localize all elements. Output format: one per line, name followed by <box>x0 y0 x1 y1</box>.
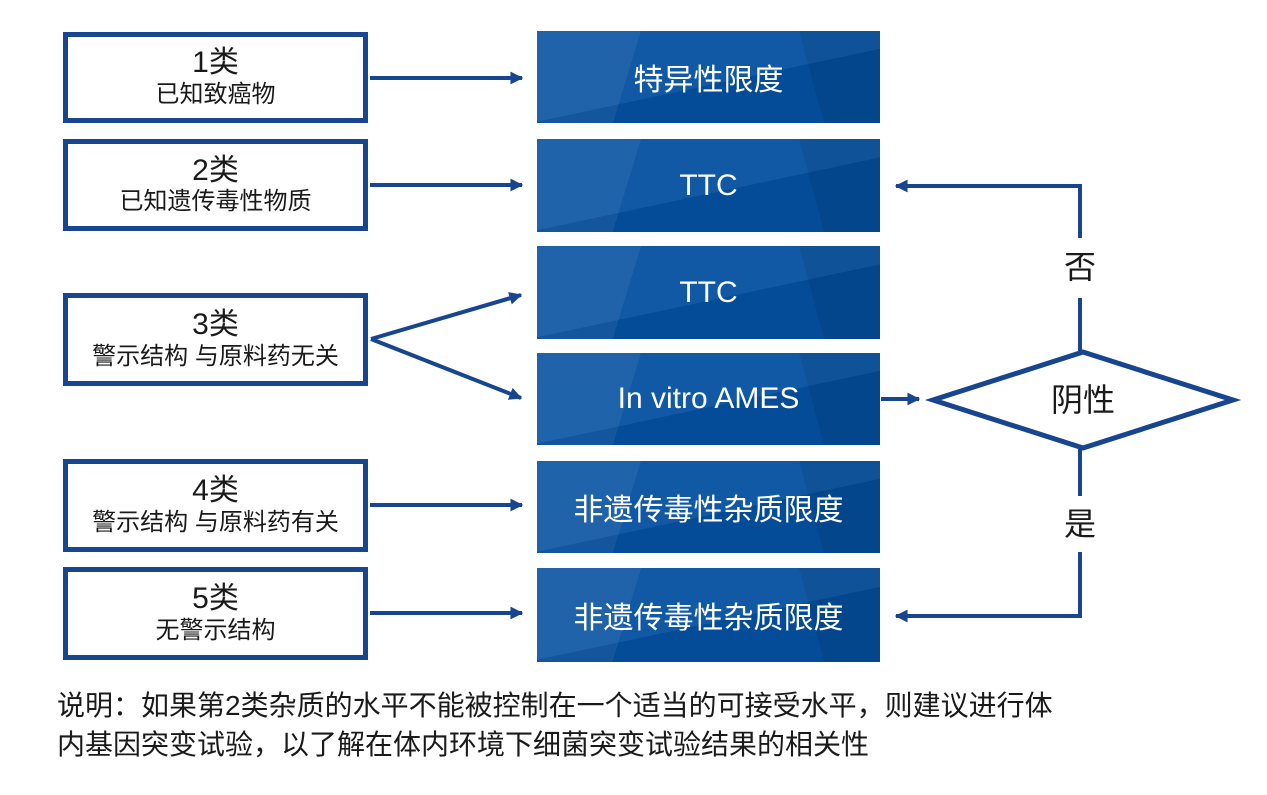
ttc-box-1: TTC <box>537 139 880 232</box>
arrow-class3-to-ames <box>370 337 523 400</box>
class-1-title: 1类 <box>192 46 239 80</box>
ttc-label-1: TTC <box>679 168 738 202</box>
class-2-box: 2类 已知遗传毒性物质 <box>63 139 368 231</box>
class-5-subtitle: 无警示结构 <box>155 616 276 644</box>
in-vitro-ames-label: In vitro AMES <box>617 382 800 415</box>
note-line-1: 说明：如果第2类杂质的水平不能被控制在一个适当的可接受水平，则建议进行体 <box>57 690 1053 721</box>
note-text: 说明：如果第2类杂质的水平不能被控制在一个适当的可接受水平，则建议进行体 内基因… <box>57 686 1217 764</box>
specific-limit-box: 特异性限度 <box>537 31 880 123</box>
non-genotoxic-limit-label-2: 非遗传毒性杂质限度 <box>573 602 844 635</box>
decision-label: 阴性 <box>1050 382 1116 418</box>
ttc-box-2: TTC <box>537 246 880 339</box>
class-5-title: 5类 <box>192 582 239 616</box>
class-4-box: 4类 警示结构 与原料药有关 <box>63 459 368 552</box>
note-line-2: 内基因突变试验，以了解在体内环境下细菌突变试验结果的相关性 <box>57 729 870 760</box>
class-1-box: 1类 已知致癌物 <box>63 32 368 123</box>
specific-limit-label: 特异性限度 <box>633 64 784 97</box>
ttc-label-2: TTC <box>679 275 738 309</box>
class-3-subtitle: 警示结构 与原料药无关 <box>92 342 339 370</box>
decision-yes-label: 是 <box>1063 506 1097 542</box>
arrow-class3-to-ttc <box>370 292 523 341</box>
class-4-title: 4类 <box>192 474 239 508</box>
class-3-title: 3类 <box>192 308 239 342</box>
in-vitro-ames-box: In vitro AMES <box>537 353 880 445</box>
class-2-title: 2类 <box>192 153 239 187</box>
class-5-box: 5类 无警示结构 <box>63 567 368 660</box>
arrow-decision-yes-to-limit <box>896 448 1082 616</box>
class-2-subtitle: 已知遗传毒性物质 <box>119 188 312 216</box>
class-3-box: 3类 警示结构 与原料药无关 <box>63 293 368 386</box>
class-1-subtitle: 已知致癌物 <box>155 80 276 108</box>
class-4-subtitle: 警示结构 与原料药有关 <box>92 508 339 536</box>
arrow-decision-no-to-ttc <box>896 186 1082 352</box>
non-genotoxic-limit-box-2: 非遗传毒性杂质限度 <box>537 568 880 662</box>
non-genotoxic-limit-box-1: 非遗传毒性杂质限度 <box>537 461 880 553</box>
non-genotoxic-limit-label-1: 非遗传毒性杂质限度 <box>573 494 844 527</box>
decision-no-label: 否 <box>1063 249 1097 285</box>
